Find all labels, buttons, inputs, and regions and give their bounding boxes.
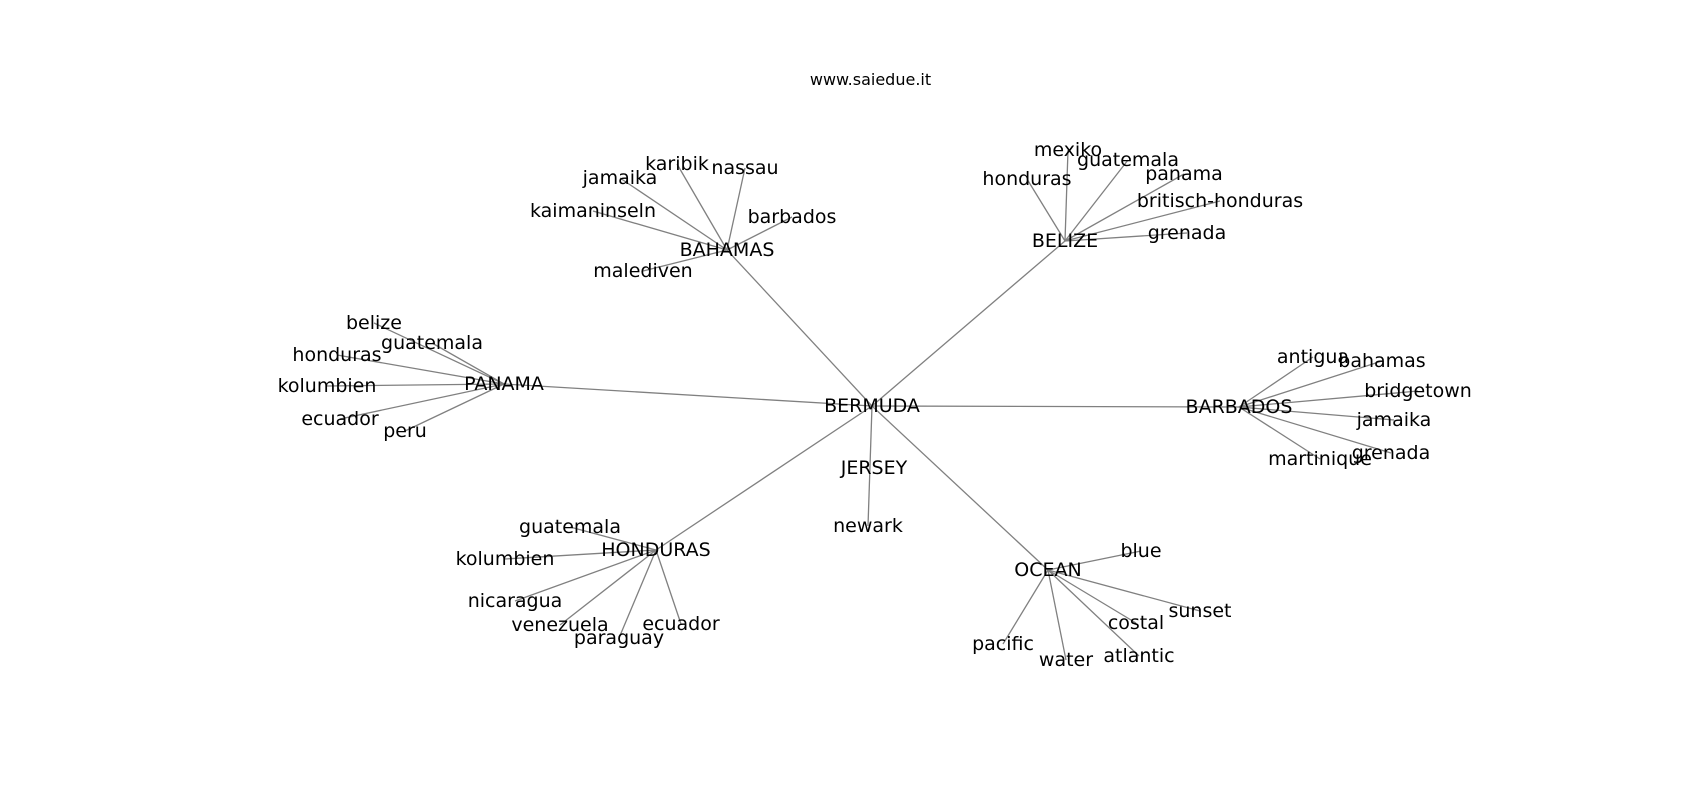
edge-ocean-ocean-costal <box>1047 569 1137 624</box>
edge-ocean-ocean-water <box>1047 569 1067 661</box>
node-label-barbados-grenada: grenada <box>1352 442 1431 464</box>
edge-bermuda-barbados <box>871 405 1240 408</box>
node-label-panama-peru: peru <box>383 420 427 442</box>
node-label-barbados-bahamas: bahamas <box>1338 350 1425 372</box>
graph-labels: BERMUDA JERSEY BAHAMAS BELIZE PANAMA BARBADOS… <box>278 139 1472 671</box>
edge-barbados-barbados-bridgetown <box>1238 390 1419 408</box>
node-label-bahamas-barbados: barbados <box>748 206 837 228</box>
edge-panama-panama-ecuador <box>339 383 505 420</box>
node-label-bahamas-karibik: karibik <box>645 153 709 175</box>
node-label-belize-mexiko: mexiko <box>1034 139 1102 161</box>
edge-bermuda-bahamas <box>726 249 873 407</box>
node-label-ocean-blue: blue <box>1120 540 1161 562</box>
edge-belize-belize-guatemala <box>1064 159 1129 242</box>
node-label-ocean-pacific: pacific <box>972 633 1034 655</box>
site-watermark: www.saiedue.it <box>809 70 932 89</box>
edge-panama-panama-belize <box>373 322 505 385</box>
node-label-panama-guatemala: guatemala <box>381 332 483 354</box>
node-label-bermuda: BERMUDA <box>824 395 920 417</box>
edge-bermuda-newark <box>867 405 873 527</box>
edge-belize-belize-britisch-honduras <box>1064 200 1221 242</box>
edge-barbados-barbados-martinique <box>1238 406 1321 460</box>
node-label-ocean: OCEAN <box>1014 559 1081 581</box>
edge-barbados-barbados-bahamas <box>1238 360 1383 408</box>
node-label-bahamas-kaimaninseln: kaimaninseln <box>530 200 656 222</box>
edge-bahamas-bahamas-nassau <box>726 167 746 251</box>
node-label-bahamas-malediven: malediven <box>593 260 692 282</box>
node-label-barbados-martinique: martinique <box>1268 448 1372 470</box>
edge-belize-belize-honduras <box>1026 178 1066 242</box>
node-label-panama: PANAMA <box>464 373 544 395</box>
edge-barbados-barbados-antigua <box>1238 356 1314 408</box>
edge-honduras-honduras-venezuela <box>559 549 657 626</box>
edge-panama-panama-guatemala <box>431 342 505 385</box>
edge-bahamas-bahamas-kaimaninseln <box>592 210 728 251</box>
node-label-bahamas-nassau: nassau <box>711 157 778 179</box>
edge-ocean-ocean-blue <box>1047 550 1142 571</box>
node-label-barbados: BARBADOS <box>1186 396 1293 418</box>
node-label-honduras-nicaragua: nicaragua <box>468 590 563 612</box>
node-label-ocean-sunset: sunset <box>1168 600 1231 622</box>
edge-bermuda-panama <box>503 383 873 407</box>
edge-belize-belize-mexiko <box>1064 149 1069 242</box>
edge-honduras-honduras-kolumbien <box>504 549 657 560</box>
edge-honduras-honduras-nicaragua <box>514 549 657 602</box>
edge-ocean-ocean-pacific <box>1002 569 1049 645</box>
node-label-belize-panama: panama <box>1145 163 1223 185</box>
node-label-belize-guatemala: guatemala <box>1077 149 1179 171</box>
edge-ocean-ocean-sunset <box>1047 569 1201 612</box>
edge-panama-panama-peru <box>404 383 505 432</box>
node-label-bahamas: BAHAMAS <box>680 239 775 261</box>
edge-bahamas-bahamas-barbados <box>726 216 793 251</box>
node-label-newark: newark <box>833 515 903 537</box>
edge-panama-panama-honduras <box>336 354 505 385</box>
node-label-honduras-ecuador: ecuador <box>642 613 720 635</box>
node-label-honduras-paraguay: paraguay <box>574 627 664 649</box>
graph-edges <box>326 149 1419 661</box>
edge-bahamas-bahamas-jamaika <box>619 177 728 251</box>
node-label-barbados-antigua: antigua <box>1277 346 1349 368</box>
node-label-ocean-atlantic: atlantic <box>1103 645 1174 667</box>
edge-belize-belize-panama <box>1064 173 1185 242</box>
edge-barbados-barbados-grenada <box>1238 406 1392 454</box>
node-label-panama-honduras: honduras <box>292 344 381 366</box>
edge-bermuda-honduras <box>655 405 873 551</box>
node-label-barbados-jamaika: jamaika <box>1356 409 1432 431</box>
node-label-honduras: HONDURAS <box>601 539 710 561</box>
node-label-panama-kolumbien: kolumbien <box>278 375 377 397</box>
edge-honduras-honduras-guatemala <box>569 526 657 551</box>
edge-bahamas-bahamas-karibik <box>676 163 728 251</box>
node-label-belize-britisch-honduras: britisch-honduras <box>1137 190 1303 212</box>
edge-belize-belize-grenada <box>1064 232 1188 242</box>
node-label-ocean-water: water <box>1039 649 1093 671</box>
edge-honduras-honduras-ecuador <box>655 549 682 625</box>
node-label-barbados-bridgetown: bridgetown <box>1364 380 1472 402</box>
node-label-honduras-kolumbien: kolumbien <box>456 548 555 570</box>
node-label-jersey: JERSEY <box>840 457 908 479</box>
edge-bahamas-bahamas-malediven <box>642 249 728 272</box>
node-label-panama-belize: belize <box>346 312 402 334</box>
node-label-honduras-venezuela: venezuela <box>511 614 608 636</box>
node-label-bahamas-jamaika: jamaika <box>582 167 658 189</box>
node-label-belize: BELIZE <box>1032 230 1098 252</box>
node-label-belize-grenada: grenada <box>1148 222 1227 244</box>
node-label-belize-honduras: honduras <box>982 168 1071 190</box>
edge-bermuda-belize <box>871 240 1066 407</box>
edge-panama-panama-kolumbien <box>326 383 505 387</box>
edge-ocean-ocean-atlantic <box>1047 569 1140 657</box>
node-label-panama-ecuador: ecuador <box>301 408 379 430</box>
node-label-ocean-costal: costal <box>1108 612 1164 634</box>
edge-barbados-barbados-jamaika <box>1238 406 1395 421</box>
edge-bermuda-ocean <box>871 405 1049 571</box>
edge-honduras-honduras-paraguay <box>618 549 657 639</box>
node-label-honduras-guatemala: guatemala <box>519 516 621 538</box>
